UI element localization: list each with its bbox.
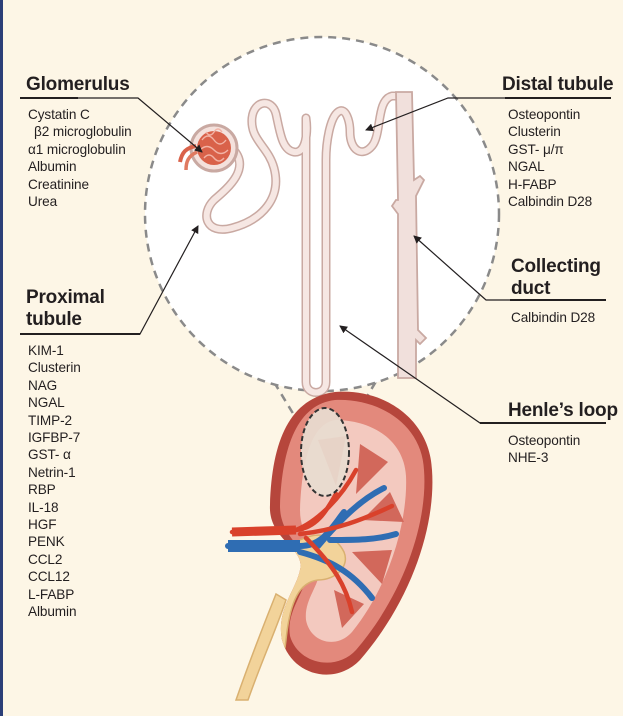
collecting-duct-title-line1: Collecting [511, 256, 601, 278]
distal-tubule-marker-list: Osteopontin Clusterin GST- μ/π NGAL H-FA… [508, 106, 592, 210]
glomerulus-marker: Urea [28, 193, 132, 210]
henles-loop-marker-list: Osteopontin NHE-3 [508, 432, 580, 467]
henles-loop-marker: NHE-3 [508, 449, 580, 466]
proximal-tubule-marker: GST- α [28, 446, 81, 463]
distal-tubule-marker: H-FABP [508, 176, 592, 193]
henles-loop-title: Henle’s loop [508, 400, 618, 422]
distal-tubule-marker: GST- μ/π [508, 141, 592, 158]
proximal-tubule-marker: HGF [28, 516, 81, 533]
collecting-duct-title-line2: duct [511, 278, 550, 300]
henles-loop-marker: Osteopontin [508, 432, 580, 449]
proximal-tubule-marker: CCL2 [28, 551, 81, 568]
proximal-tubule-marker: NAG [28, 377, 81, 394]
glomerulus-marker: α1 microglobulin [28, 141, 132, 158]
distal-tubule-title: Distal tubule [502, 74, 613, 96]
proximal-tubule-marker: PENK [28, 533, 81, 550]
collecting-duct-underline [510, 299, 606, 301]
distal-tubule-marker: NGAL [508, 158, 592, 175]
distal-tubule-marker: Calbindin D28 [508, 193, 592, 210]
glomerulus-marker: Cystatin C [28, 106, 132, 123]
glomerulus-marker: β2 microglobulin [28, 123, 132, 140]
proximal-tubule-marker: Clusterin [28, 359, 81, 376]
proximal-tubule-title-line1: Proximal [26, 287, 105, 309]
glomerulus-underline [20, 97, 78, 99]
glomerulus-marker: Creatinine [28, 176, 132, 193]
glomerulus-title: Glomerulus [26, 74, 130, 96]
proximal-tubule-underline [20, 333, 140, 335]
proximal-tubule-marker: L-FABP [28, 586, 81, 603]
glomerulus-marker: Albumin [28, 158, 132, 175]
henles-loop-underline [480, 422, 606, 424]
proximal-tubule-marker-list: KIM-1 Clusterin NAG NGAL TIMP-2 IGFBP-7 … [28, 342, 81, 621]
kidney-illustration [228, 392, 432, 700]
proximal-tubule-marker: NGAL [28, 394, 81, 411]
proximal-tubule-marker: TIMP-2 [28, 412, 81, 429]
proximal-tubule-marker: IL-18 [28, 499, 81, 516]
proximal-tubule-marker: IGFBP-7 [28, 429, 81, 446]
proximal-tubule-marker: Albumin [28, 603, 81, 620]
distal-tubule-marker: Osteopontin [508, 106, 592, 123]
glomerulus-marker-list: Cystatin C β2 microglobulin α1 microglob… [28, 106, 132, 210]
proximal-tubule-marker: CCL12 [28, 568, 81, 585]
proximal-tubule-marker: RBP [28, 481, 81, 498]
collecting-duct-marker-list: Calbindin D28 [511, 309, 595, 326]
distal-tubule-underline [505, 97, 611, 99]
distal-tubule-marker: Clusterin [508, 123, 592, 140]
proximal-tubule-marker: Netrin-1 [28, 464, 81, 481]
proximal-tubule-marker: KIM-1 [28, 342, 81, 359]
collecting-duct-marker: Calbindin D28 [511, 309, 595, 326]
proximal-tubule-title-line2: tubule [26, 309, 82, 331]
